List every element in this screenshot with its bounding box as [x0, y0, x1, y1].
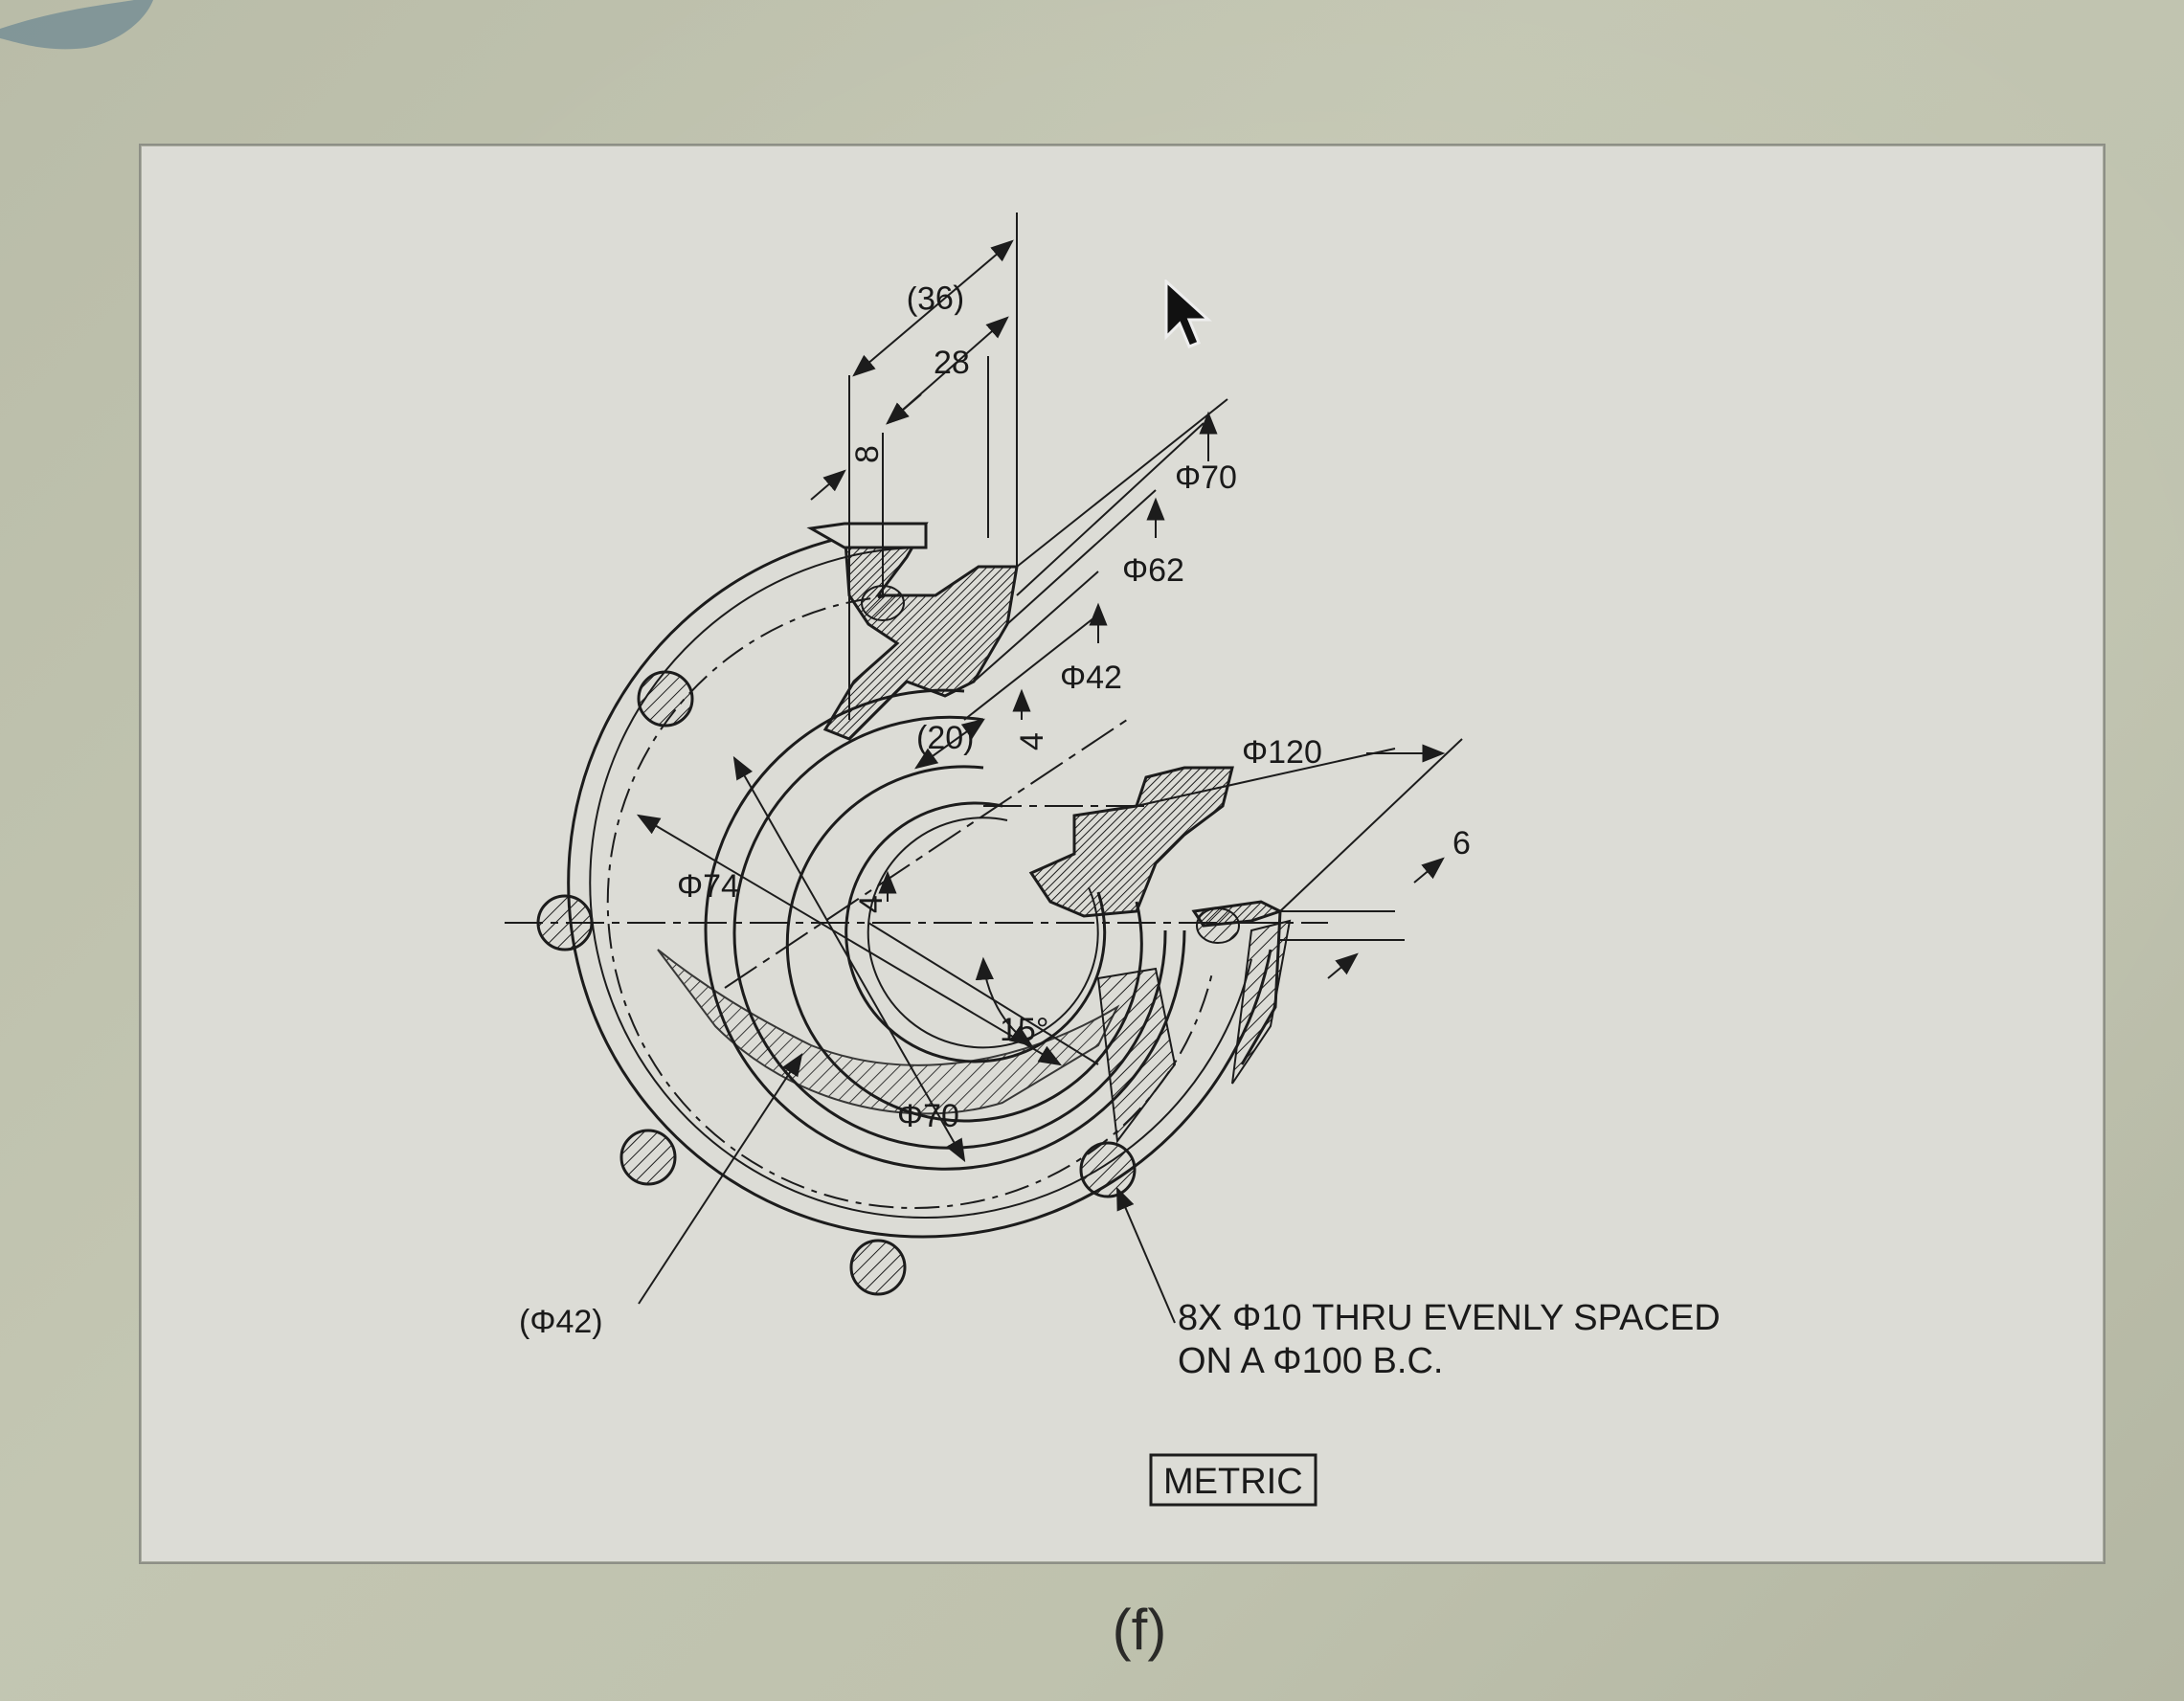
mouse-cursor-icon [1164, 280, 1212, 348]
dim-8-b [886, 393, 922, 425]
center-lines [505, 719, 1328, 989]
dim-36-label: (36) [906, 280, 965, 318]
metric-label: METRIC [1163, 1462, 1303, 1502]
upper-section-top [806, 522, 928, 549]
dim-20-label: (20) [916, 720, 974, 756]
right-section-profile [1028, 766, 1234, 918]
drawing-panel: (36) 28 8 Φ70 Φ62 Φ42 (20) 4 Φ120 6 Φ74 … [139, 144, 2105, 1564]
dim-36 [852, 239, 1014, 377]
bolt-hole [619, 1129, 677, 1186]
diameter-extensions [914, 398, 1228, 770]
right-dimensions [878, 738, 1463, 979]
angle15-label: 15° [1000, 1012, 1048, 1048]
angle15-ray [867, 922, 1099, 1065]
phi74-leader [636, 814, 1063, 1066]
phi70-bottom-label: Φ70 [897, 1098, 959, 1134]
dim-6-label: 6 [1452, 825, 1471, 862]
dim-4-lower-label: 4 [853, 895, 889, 913]
dim-8-label: 8 [849, 445, 886, 463]
phi70-leader [732, 755, 966, 1163]
flange-outer-edge [567, 526, 1272, 1239]
phi70-top-label: Φ70 [1175, 459, 1237, 496]
phi42-ref-leader [638, 1052, 803, 1305]
bolt-note-leader [1116, 1186, 1176, 1324]
angle15-arc [975, 956, 1033, 1047]
phi74-label: Φ74 [677, 868, 739, 905]
dim-6-a [1413, 857, 1445, 884]
diameter-leaders [636, 755, 1176, 1324]
metric-box [1149, 1453, 1317, 1507]
figure-caption: (f) [1112, 1598, 1167, 1662]
hub-wall-hatch [1096, 967, 1177, 1144]
phi62-label: Φ62 [1122, 552, 1184, 589]
phi120-label: Φ120 [1242, 734, 1322, 771]
bore-back [867, 817, 1099, 1049]
dim-4-upper-label: 4 [1014, 732, 1050, 750]
dim-20 [914, 718, 985, 770]
bolt-hole [849, 1239, 907, 1296]
phi42-ref-label: (Φ42) [519, 1304, 603, 1340]
dim-28-label: 28 [934, 345, 970, 381]
depth-dimensions [810, 213, 1018, 720]
bolt-hole-note-line1: 8X Φ10 THRU EVENLY SPACED [1178, 1298, 1721, 1338]
phi42-top-label: Φ42 [1060, 660, 1122, 696]
technical-drawing: (36) 28 8 Φ70 Φ62 Φ42 (20) 4 Φ120 6 Φ74 … [505, 213, 1721, 1507]
dimension-labels: (36) 28 8 Φ70 Φ62 Φ42 (20) 4 Φ120 6 Φ74 … [519, 280, 1471, 1340]
bolt-holes [536, 670, 1137, 1296]
dim-8-a [810, 469, 846, 501]
bolt-hole [637, 670, 694, 727]
dim-6-b [1327, 952, 1359, 979]
upper-section-profile [822, 522, 1019, 741]
right-fillet [1196, 907, 1240, 944]
bolt-hole [1079, 1141, 1137, 1198]
corner-mark-icon [0, 0, 153, 50]
flange-wall-hatch [1231, 919, 1292, 1085]
bolt-hole-note-line2: ON A Φ100 B.C. [1178, 1341, 1443, 1381]
right-section-edge [1240, 910, 1282, 1065]
